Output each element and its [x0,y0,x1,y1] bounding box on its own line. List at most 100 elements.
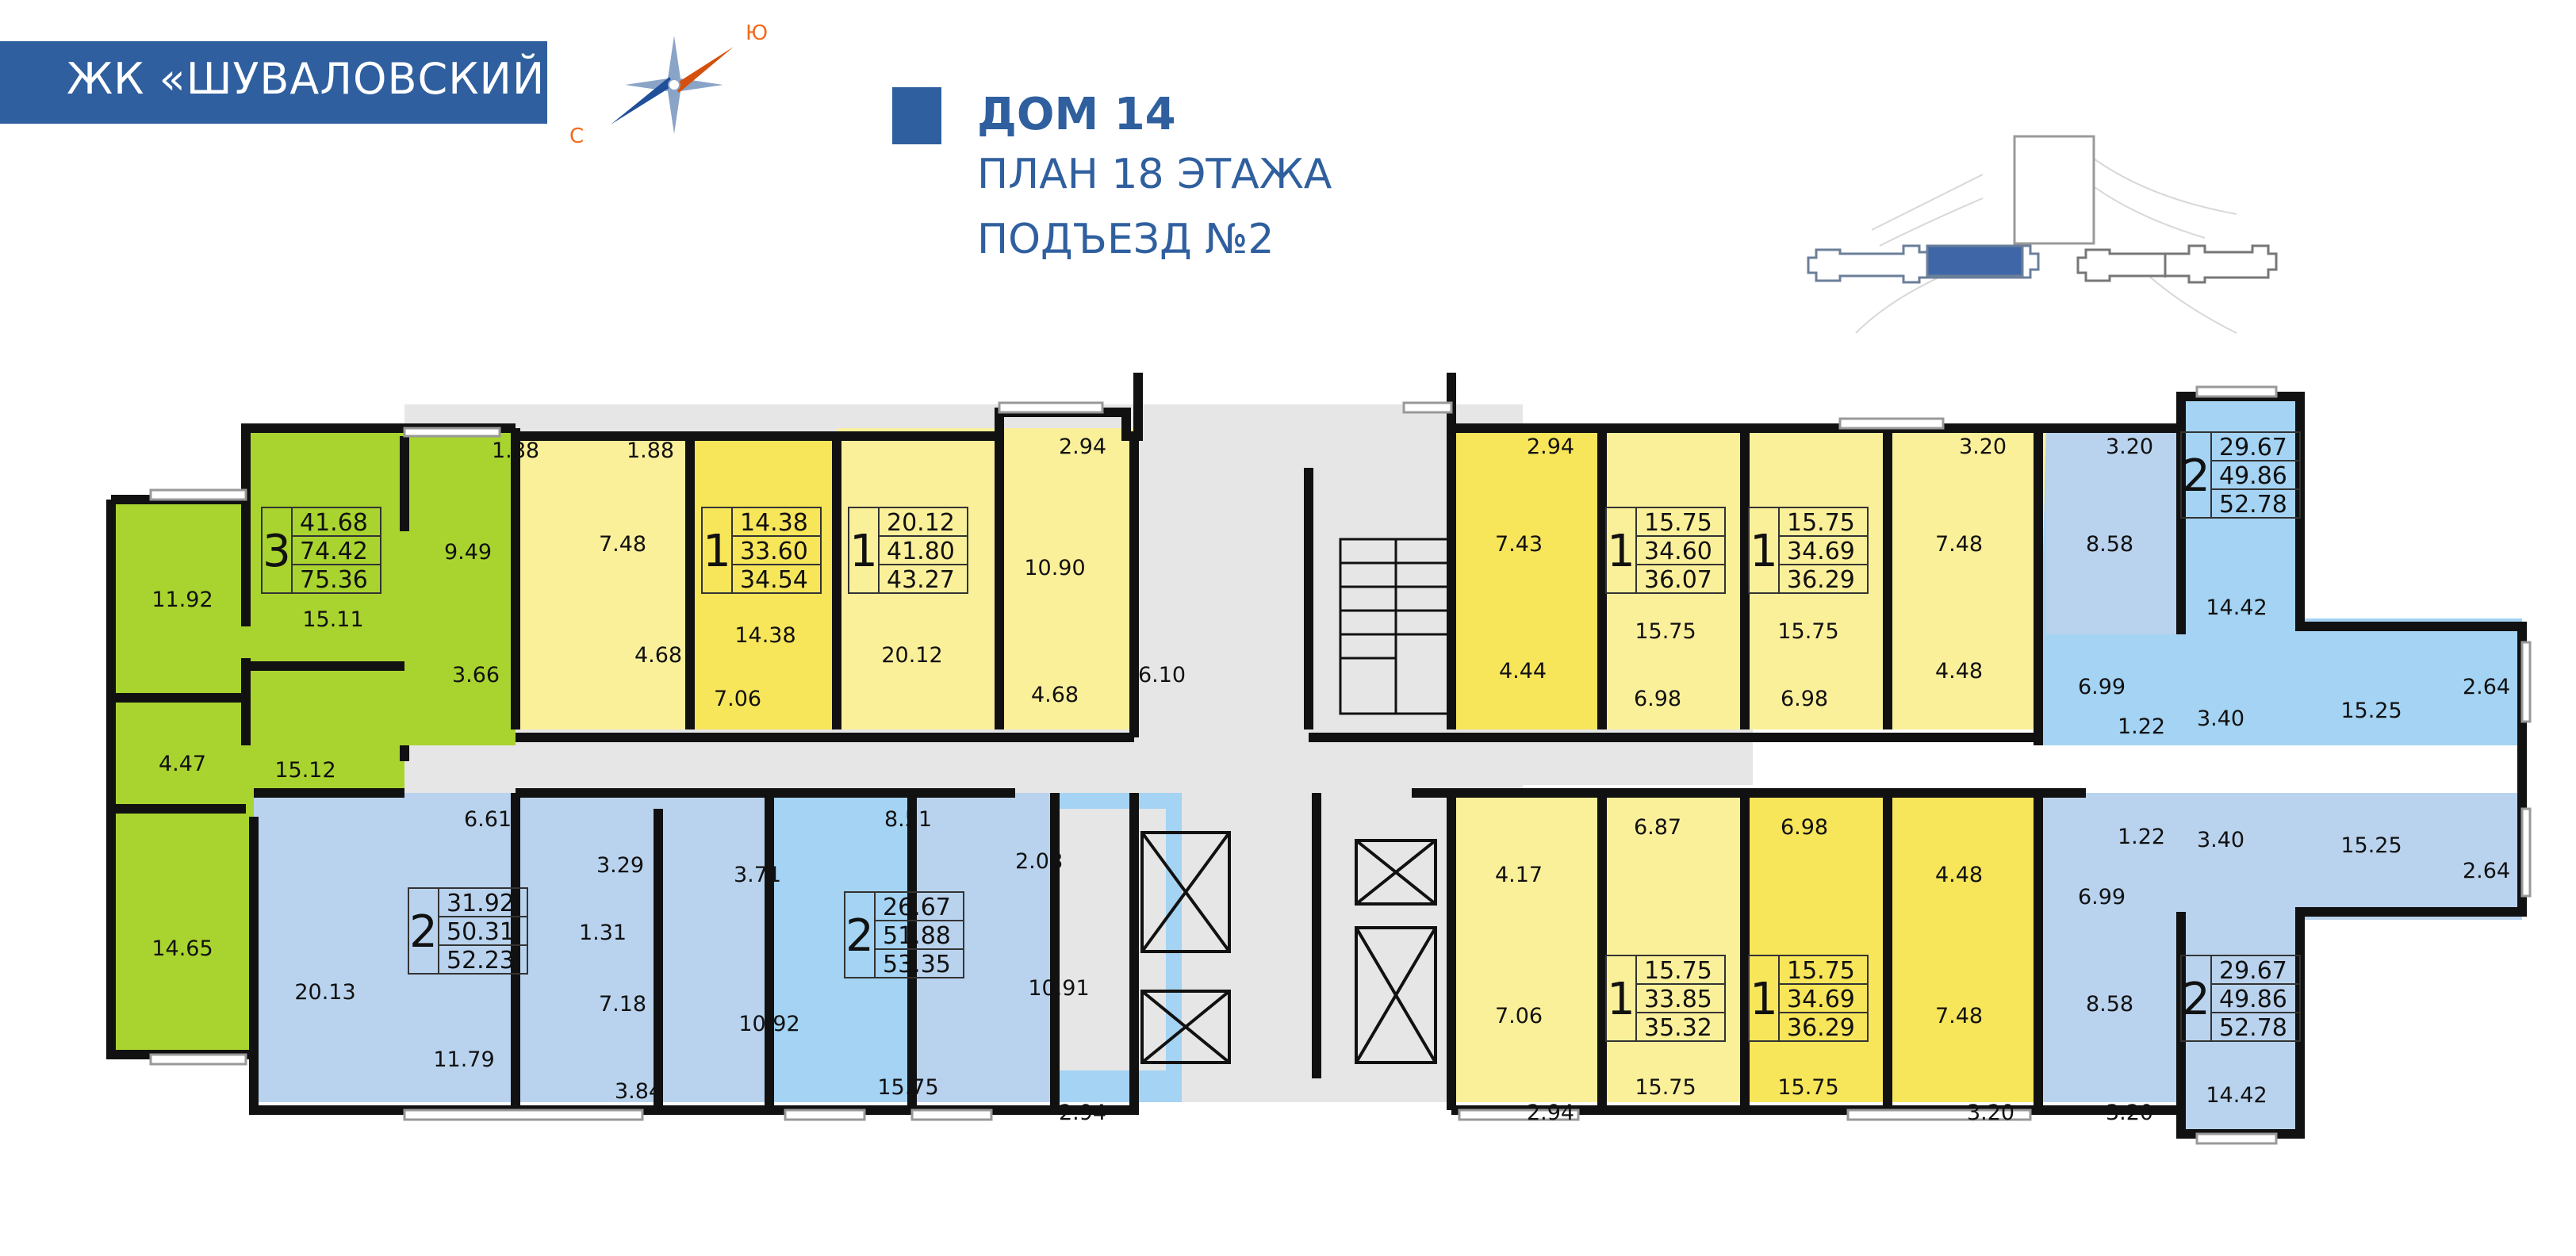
apartment-1f [1745,793,1888,1102]
room-area: 3.66 [452,663,500,687]
room-area: 11.79 [433,1047,494,1072]
room-area: 2.64 [2463,675,2510,699]
apartment-info: 1 14.38 33.60 34.54 [701,507,822,594]
apartment-info: 1 15.75 34.69 36.29 [1748,507,1869,594]
room-area: 6.99 [2078,885,2126,909]
apartment-info: 2 29.67 49.86 52.78 [2180,955,2301,1042]
room-area: 1.22 [2118,825,2165,849]
apartment-total-area: 33.85 [1644,986,1712,1013]
apartment-rooms: 1 [1750,526,1778,577]
room-area: 2.08 [1015,849,1063,874]
room-area: 2.94 [1059,1101,1106,1125]
room-area: 1.88 [627,438,674,463]
apartment-living-area: 15.75 [1787,957,1855,985]
room-area: 2.64 [2463,859,2510,883]
apartment-2-bottom-left-kitchen [658,793,777,1102]
room-area: 6.98 [1781,687,1828,711]
apartment-total-area: 51.88 [883,922,951,950]
apartment-1d [1745,428,1896,729]
apartment-full-area: 52.78 [2219,1014,2287,1042]
room-area: 7.48 [599,532,646,557]
building-keymap [1807,135,2278,334]
apartment-total-area: 50.31 [447,918,515,946]
apartment-full-area: 53.35 [883,951,951,978]
apartment-1c [1451,428,1610,729]
apartment-full-area: 52.78 [2219,491,2287,519]
compass-north-label: С [569,124,584,148]
room-area: 10.92 [738,1012,799,1036]
apartment-living-area: 15.75 [1644,957,1712,985]
room-area: 10.91 [1028,976,1089,1001]
apartment-living-area: 41.68 [300,509,368,537]
room-area: 4.48 [1935,659,1983,684]
apartment-full-area: 36.29 [1787,1014,1855,1042]
room-area: 4.44 [1499,659,1547,684]
apartment-rooms: 1 [1607,974,1635,1025]
apartment-full-area: 75.36 [300,566,368,594]
apartment-info: 1 15.75 33.85 35.32 [1605,955,1726,1042]
apartment-total-area: 74.42 [300,538,368,565]
complex-name-banner: ЖК «ШУВАЛОВСКИЙ» [0,41,571,124]
apartment-full-area: 52.23 [447,947,515,975]
room-area: 7.06 [714,687,761,711]
room-area: 3.20 [1959,435,2007,459]
room-area: 4.68 [1031,683,1079,707]
room-area: 15.75 [877,1075,938,1100]
complex-name: ЖК «ШУВАЛОВСКИЙ» [67,54,573,104]
apartment-rooms: 1 [1607,526,1635,577]
apartment-1c-living [1602,428,1745,729]
room-area: 4.47 [159,752,206,776]
apartment-info: 2 31.92 50.31 52.23 [408,887,528,975]
entrance-title: ПОДЪЕЗД №2 [977,216,1275,263]
apartment-info: 1 20.12 41.80 43.27 [848,507,968,594]
apartment-living-area: 31.92 [447,890,515,917]
room-area: 4.48 [1935,863,1983,887]
apartment-rooms: 1 [703,526,731,577]
elevator-lobby [1055,809,1166,1070]
apartment-living-area: 14.38 [740,509,808,537]
floor-plan: 11.92 4.47 15.12 14.65 15.11 9.49 3.66 1… [106,373,2532,1145]
room-area: 6.87 [1634,815,1681,840]
room-area: 14.42 [2206,595,2267,620]
room-area: 2.94 [1527,1101,1574,1125]
room-area: 15.25 [2340,833,2402,858]
apartment-info: 1 15.75 34.69 36.29 [1748,955,1869,1042]
room-area: 20.12 [881,643,942,668]
room-area: 15.75 [1777,1075,1838,1100]
room-area: 9.49 [444,540,492,565]
room-area: 1.31 [579,921,627,945]
apartment-info: 3 41.68 74.42 75.36 [261,507,381,594]
apartment-living-area: 20.12 [887,509,955,537]
apartment-total-area: 49.86 [2219,462,2287,490]
apartment-living-area: 15.75 [1644,509,1712,537]
room-area: 3.29 [596,853,644,878]
apartment-info-boxes: 3 41.68 74.42 75.36 1 14.38 33.60 34.54 [261,431,2301,1042]
room-area: 14.42 [2206,1083,2267,1108]
floor-title: ПЛАН 18 ЭТАЖА [977,151,1332,198]
apartment-total-area: 34.69 [1787,538,1855,565]
stairwell [1339,538,1453,715]
room-area: 3.20 [2106,1101,2153,1125]
room-area: 6.98 [1781,815,1828,840]
title-marker [892,87,941,144]
room-area: 6.10 [1138,663,1186,687]
apartment-full-area: 34.54 [740,566,808,594]
room-area: 15.25 [2340,699,2402,723]
apartment-living-area: 29.67 [2219,434,2287,461]
apartment-1e-living [1602,793,1745,1102]
room-area: 11.92 [151,588,213,612]
room-area: 8.58 [2086,532,2133,557]
room-area: 8.51 [884,807,932,832]
apartment-2-bottom-middle-living [912,793,1055,1102]
apartment-full-area: 43.27 [887,566,955,594]
apartment-rooms: 1 [1750,974,1778,1025]
room-area: 2.94 [1059,435,1106,459]
apartment-living-area: 29.67 [2219,957,2287,985]
room-area: 4.17 [1495,863,1543,887]
room-area: 6.98 [1634,687,1681,711]
apartment-full-area: 36.29 [1787,566,1855,594]
room-area: 3.20 [1967,1101,2014,1125]
room-area: 3.40 [2197,706,2244,731]
room-area: 20.13 [294,980,355,1005]
